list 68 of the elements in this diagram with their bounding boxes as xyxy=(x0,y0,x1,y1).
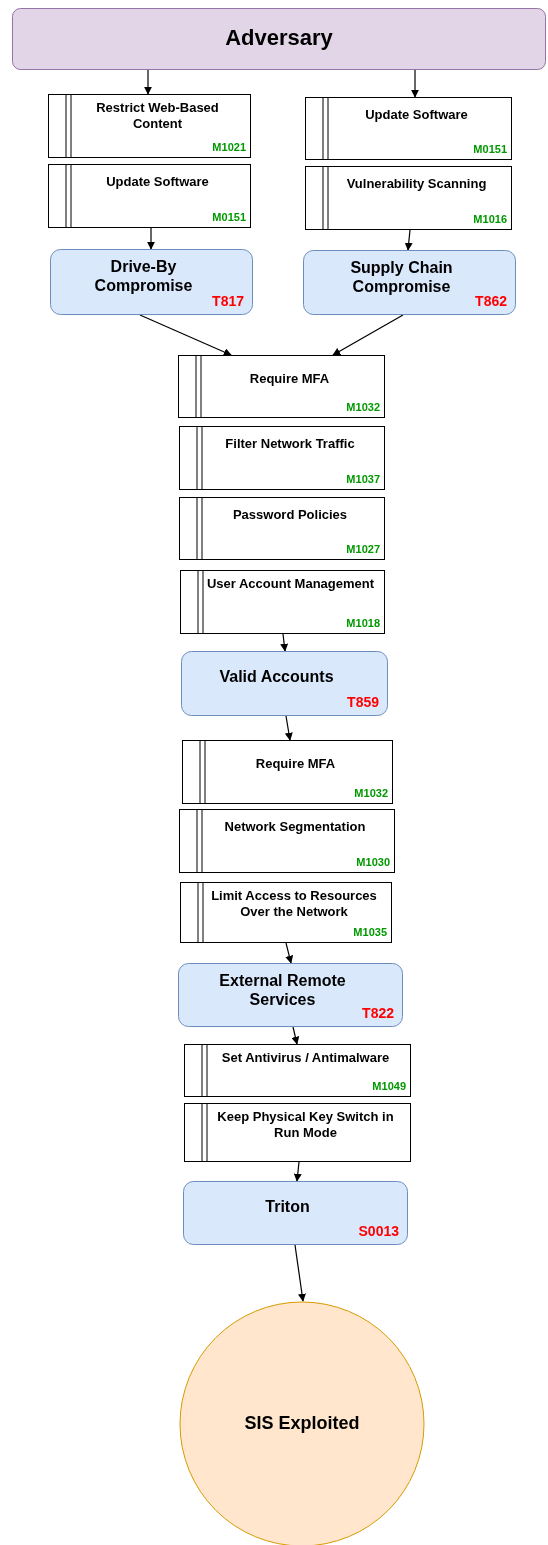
arrow xyxy=(280,633,289,652)
mitigation-name: Vulnerability Scanning xyxy=(345,176,488,192)
mitigation-name: Network Segmentation xyxy=(223,819,367,835)
mitigation-name: Update Software xyxy=(364,107,469,123)
technique-name: Triton xyxy=(264,1197,311,1217)
mitigation-name: Set Antivirus / Antimalware xyxy=(220,1050,391,1066)
mitigation-name: Limit Access to Resources Over the Network xyxy=(210,888,378,920)
mitigation-box xyxy=(180,882,392,943)
mitigation-name: Password Policies xyxy=(231,507,349,523)
mitigation-id: M0151 xyxy=(212,211,246,223)
mitigation-name: Restrict Web-Based Content xyxy=(95,100,220,132)
mitigation-box xyxy=(48,164,251,228)
arrow xyxy=(285,942,294,964)
mitigation-box xyxy=(184,1103,411,1162)
mitigation-id: M1021 xyxy=(212,141,246,153)
technique-box xyxy=(181,651,388,716)
mitigation-id: M0151 xyxy=(473,143,507,155)
technique-box xyxy=(178,963,403,1027)
technique-box xyxy=(50,249,253,315)
technique-id: T822 xyxy=(362,1005,394,1021)
arrow xyxy=(147,227,155,250)
mitigation-name: Filter Network Traffic xyxy=(224,436,356,452)
arrow xyxy=(284,715,293,741)
mitigation-id: M1032 xyxy=(354,787,388,799)
arrow xyxy=(411,69,419,98)
mitigation-id: M1027 xyxy=(346,543,380,555)
mitigation-id: M1018 xyxy=(346,617,380,629)
mitigation-id: M1030 xyxy=(356,856,390,868)
technique-box xyxy=(183,1181,408,1245)
technique-id: T817 xyxy=(212,293,244,309)
mitigation-name: Require MFA xyxy=(254,756,337,772)
mitigation-box xyxy=(179,426,385,490)
arrow xyxy=(294,1244,306,1302)
mitigation-box xyxy=(305,166,512,230)
arrow xyxy=(291,1026,300,1045)
mitigation-id: M1049 xyxy=(372,1080,406,1092)
technique-name: Valid Accounts xyxy=(218,667,335,687)
mitigation-id: M1032 xyxy=(346,401,380,413)
arrow xyxy=(144,69,152,95)
arrow xyxy=(332,314,404,356)
outcome-label: SIS Exploited xyxy=(243,1413,361,1435)
mitigation-box xyxy=(178,355,385,418)
technique-name: Supply Chain Compromise xyxy=(349,258,454,297)
technique-id: S0013 xyxy=(358,1223,399,1239)
mitigation-name: User Account Management xyxy=(206,576,375,592)
technique-box xyxy=(303,250,516,315)
mitigation-name: Keep Physical Key Switch in Run Mode xyxy=(216,1109,395,1141)
arrow xyxy=(293,1161,302,1182)
mitigation-name: Update Software xyxy=(105,174,210,190)
actor-box xyxy=(12,8,546,70)
technique-name: External Remote Services xyxy=(218,971,347,1010)
mitigation-box xyxy=(179,809,395,873)
technique-id: T862 xyxy=(475,293,507,309)
mitigation-id: M1037 xyxy=(346,473,380,485)
actor-title: Adversary xyxy=(224,25,334,52)
arrow xyxy=(404,229,413,251)
mitigation-box xyxy=(184,1044,411,1097)
mitigation-box xyxy=(305,97,512,160)
mitigation-name: Require MFA xyxy=(248,371,331,387)
mitigation-box xyxy=(179,497,385,560)
mitigation-box xyxy=(182,740,393,804)
mitigation-box xyxy=(48,94,251,158)
mitigation-box xyxy=(180,570,385,634)
mitigation-id: M1016 xyxy=(473,213,507,225)
mitigation-id: M1035 xyxy=(353,926,387,938)
technique-id: T859 xyxy=(347,694,379,710)
arrow xyxy=(139,314,232,356)
technique-name: Drive-By Compromise xyxy=(93,257,194,296)
